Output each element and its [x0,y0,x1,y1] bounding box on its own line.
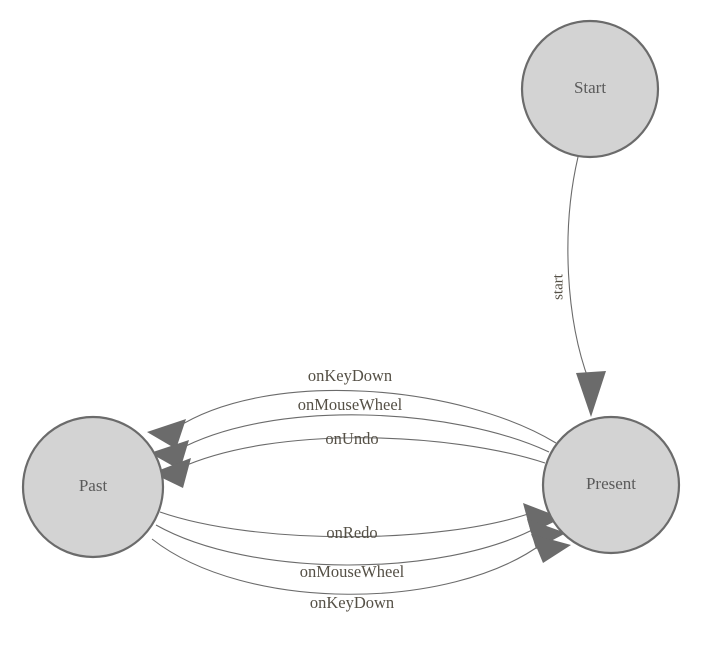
arrowhead-into-present-keydown [531,534,571,563]
edge-past-to-present-redo[interactable]: onRedo [159,503,562,542]
edge-label-redo: onRedo [326,523,377,542]
arrowhead-into-past-undo [152,458,191,488]
node-past[interactable]: Past [21,415,165,559]
arrowhead-into-past-mousewheel [150,440,189,470]
edge-mousewheel-lower-path [155,524,539,566]
node-present-circle[interactable] [541,415,681,555]
node-past-label: Past [79,476,108,495]
edge-undo-path [179,437,546,469]
edge-label-undo: onUndo [325,429,378,448]
edge-label-mousewheel-lower: onMouseWheel [300,562,405,581]
edge-label-keydown-lower: onKeyDown [310,593,394,612]
node-start[interactable]: Start [520,19,660,159]
edge-present-to-past-undo[interactable]: onUndo [152,429,546,488]
edge-present-to-past-mousewheel[interactable]: onMouseWheel [150,395,550,470]
edge-label-start: start [550,273,566,300]
edge-past-to-present-keydown[interactable]: onKeyDown [151,534,571,612]
node-start-circle[interactable] [520,19,660,159]
edge-start-to-present[interactable]: start [550,156,606,417]
edge-label-mousewheel-upper: onMouseWheel [298,395,403,414]
edge-present-to-past-keydown[interactable]: onKeyDown [147,366,557,449]
edge-redo-path [159,511,535,538]
node-present[interactable]: Present [541,415,681,555]
node-start-label: Start [574,78,606,97]
edge-start-path [567,156,590,382]
node-past-circle[interactable] [21,415,165,559]
edge-keydown-upper-path [175,389,557,444]
arrowhead-into-present-start [576,371,606,417]
arrowhead-into-past-keydown [147,419,186,449]
edge-label-keydown-upper: onKeyDown [308,366,392,385]
edge-keydown-lower-path [151,538,544,595]
node-present-label: Present [586,474,636,493]
edge-mousewheel-upper-path [177,414,550,453]
